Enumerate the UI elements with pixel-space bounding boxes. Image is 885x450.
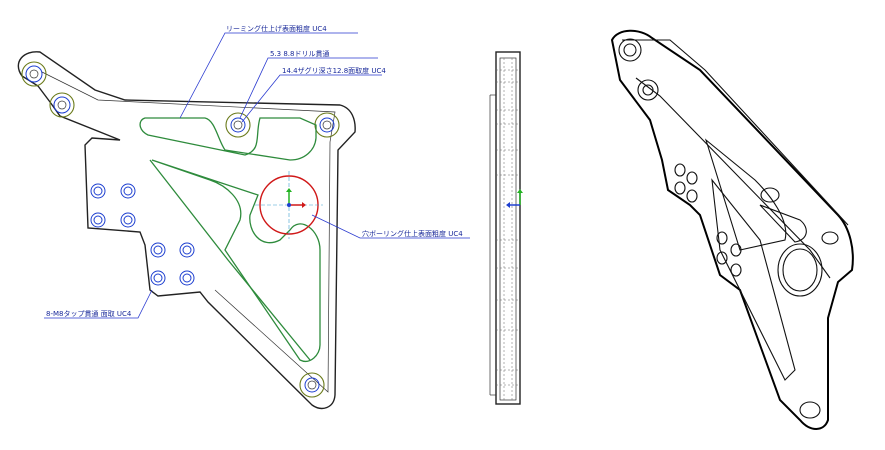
counterbore-hole-mid	[225, 112, 251, 138]
annotation-tap: 8-M8タップ貫通 面取 UC4	[46, 309, 132, 318]
corner-hole-bottom	[299, 372, 325, 398]
part-inner-edge-front	[41, 71, 336, 393]
iso-outline	[610, 29, 854, 430]
isometric-view	[610, 29, 854, 430]
pocket-upper	[139, 117, 317, 161]
annotation-drill: 5.3 8.8ドリル貫通	[270, 49, 330, 58]
annotation-reaming: リーミング仕上げ表面粗度 UC4	[226, 24, 327, 33]
front-view: リーミング仕上げ表面粗度 UC4 5.3 8.8ドリル貫通 14.4ザグリ深さ1…	[17, 24, 470, 410]
side-view	[489, 51, 523, 405]
part-outline-front	[17, 51, 356, 410]
pocket-lower	[151, 159, 321, 362]
arm-hole-bottom	[49, 92, 75, 118]
bore-hole	[255, 171, 323, 239]
tapped-holes	[90, 183, 195, 286]
annotation-counterbore: 14.4ザグリ深さ12.8面取度 UC4	[282, 66, 386, 75]
pocket-channel	[149, 159, 311, 361]
annotation-boring: 穴ボーリング仕上表面粗度 UC4	[362, 229, 463, 238]
counterbore-hole-right	[314, 112, 340, 138]
leader-lines	[44, 32, 470, 319]
arm-hole-top	[21, 61, 47, 87]
